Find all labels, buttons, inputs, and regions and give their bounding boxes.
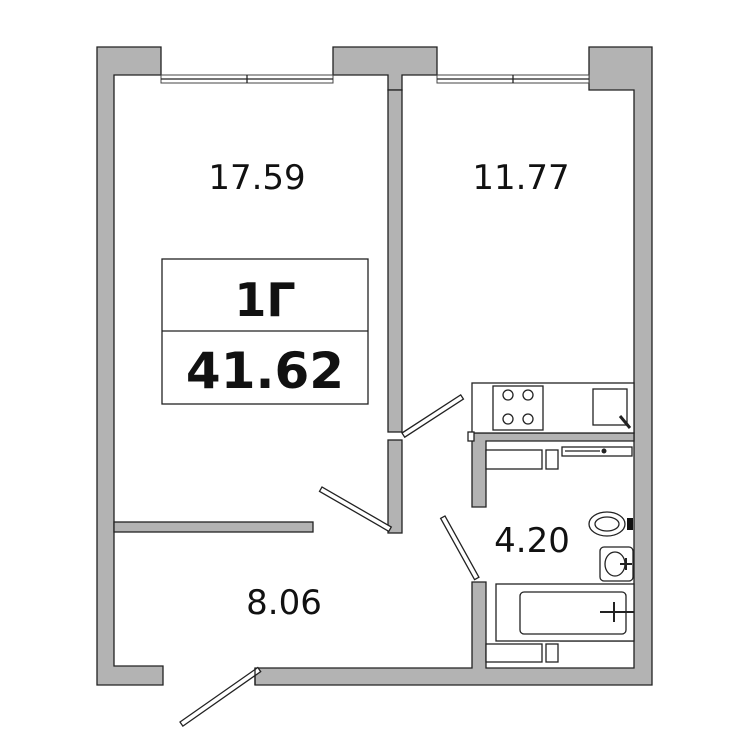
apartment-total-area: 41.62 — [186, 342, 344, 400]
room-area-large: 17.59 — [208, 158, 305, 198]
door-entrance — [179, 666, 262, 728]
wall-right — [254, 46, 653, 686]
bathroom-fixtures — [495, 446, 635, 642]
wall-top-middle — [332, 46, 438, 91]
room-area-hall: 8.06 — [246, 583, 322, 623]
door-bathroom — [439, 515, 480, 581]
door-room — [318, 486, 393, 533]
stove-burner — [502, 413, 514, 425]
stove-burner — [522, 389, 534, 401]
interior-walls — [113, 89, 635, 663]
door-kitchen — [401, 393, 465, 439]
apartment-badge: 1Г 41.62 — [161, 258, 369, 405]
toilet-seat — [594, 516, 620, 532]
room-labels: 17.59 11.77 8.06 4.20 — [208, 158, 570, 623]
stove-burner — [502, 389, 514, 401]
stove-burner — [522, 413, 534, 425]
stove — [492, 385, 544, 431]
partition-room-kitchen-upper — [387, 89, 403, 433]
partition-room-kitchen-lower — [387, 439, 403, 534]
bathroom-niche-top-inner — [545, 449, 559, 470]
bathroom-niche-bottom-inner — [545, 643, 559, 663]
doors — [179, 393, 480, 728]
wall-left — [96, 46, 164, 686]
partition-bathroom-top — [471, 432, 635, 508]
room-area-kitchen: 11.77 — [472, 158, 569, 198]
kitchen-fixtures — [467, 382, 635, 442]
partition-room-hall — [113, 521, 314, 533]
bathroom-niche-bottom — [485, 643, 543, 663]
bathroom-niche-top — [485, 449, 543, 470]
shelf-knob-icon — [601, 448, 607, 454]
windows — [160, 74, 590, 84]
room-area-bathroom: 4.20 — [494, 521, 570, 561]
toilet-tank — [627, 518, 633, 530]
counter-end — [467, 431, 475, 442]
apartment-type: 1Г — [234, 273, 295, 327]
